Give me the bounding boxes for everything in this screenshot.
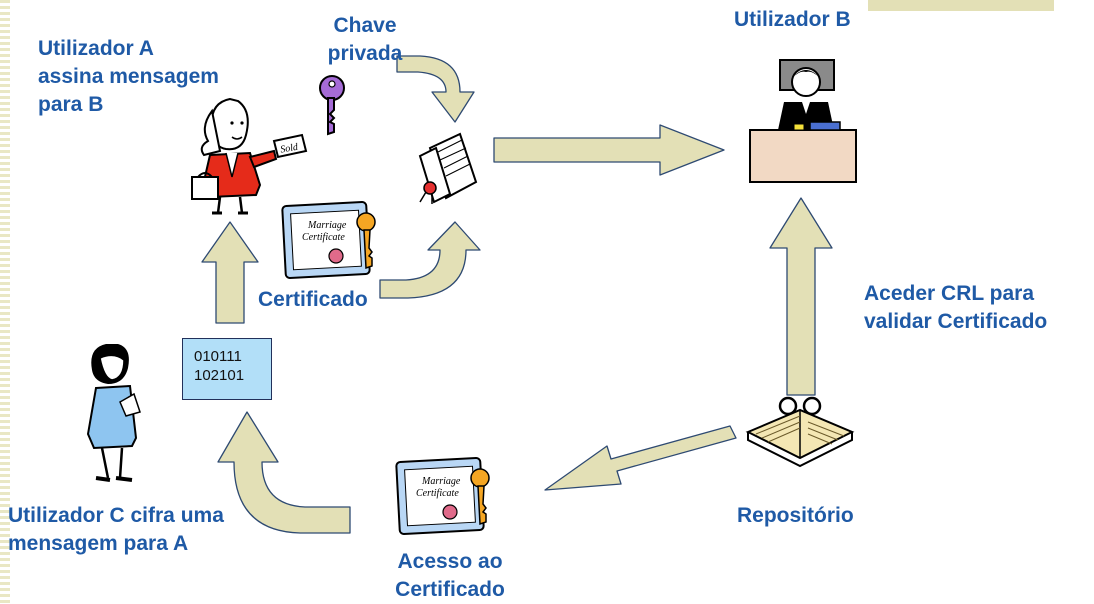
signed-document-icon	[418, 132, 478, 204]
certificate-line2-text: Certificate	[302, 232, 345, 243]
arrow-document-to-user-b	[493, 124, 725, 176]
label-repository: Repositório	[737, 504, 854, 527]
key-icon	[319, 75, 345, 136]
arrow-certificate-to-document	[379, 221, 481, 299]
label-private-key: Chave privada	[327, 14, 403, 65]
label-crl-access: Aceder CRL para validar Certificado	[864, 282, 1048, 333]
arrow-binary-to-user-a	[201, 221, 259, 324]
label-user-a: Utilizador A assina mensagem para B	[38, 37, 219, 116]
arrow-repository-to-user-b	[769, 197, 833, 396]
binary-message-box: 010111 102101	[182, 338, 272, 400]
slide-border-stripes	[0, 0, 10, 603]
certificate-icon: Marriage Certificate	[395, 457, 490, 535]
certificate-icon: Marriage Certificate	[281, 201, 376, 279]
label-cert-access: Acesso ao Certificado	[395, 550, 505, 601]
certificate-line1-text: Marriage	[421, 476, 461, 487]
slide-top-bar	[868, 0, 1054, 11]
arrow-cert-to-binary	[217, 411, 351, 534]
woman-on-phone-icon	[86, 344, 141, 482]
certificate-line2-text: Certificate	[416, 488, 459, 499]
sold-tag-text: Sold	[279, 142, 299, 156]
woman-with-briefcase-icon: Sold	[191, 97, 308, 215]
arrow-key-to-document	[396, 55, 475, 123]
arrow-repository-to-cert	[544, 425, 737, 491]
label-user-b: Utilizador B	[734, 8, 851, 31]
label-certificate: Certificado	[258, 288, 368, 311]
label-user-c: Utilizador C cifra uma mensagem para A	[8, 504, 224, 555]
person-at-desk-icon	[749, 59, 857, 183]
open-book-icon	[745, 396, 855, 468]
certificate-line1-text: Marriage	[307, 220, 347, 231]
